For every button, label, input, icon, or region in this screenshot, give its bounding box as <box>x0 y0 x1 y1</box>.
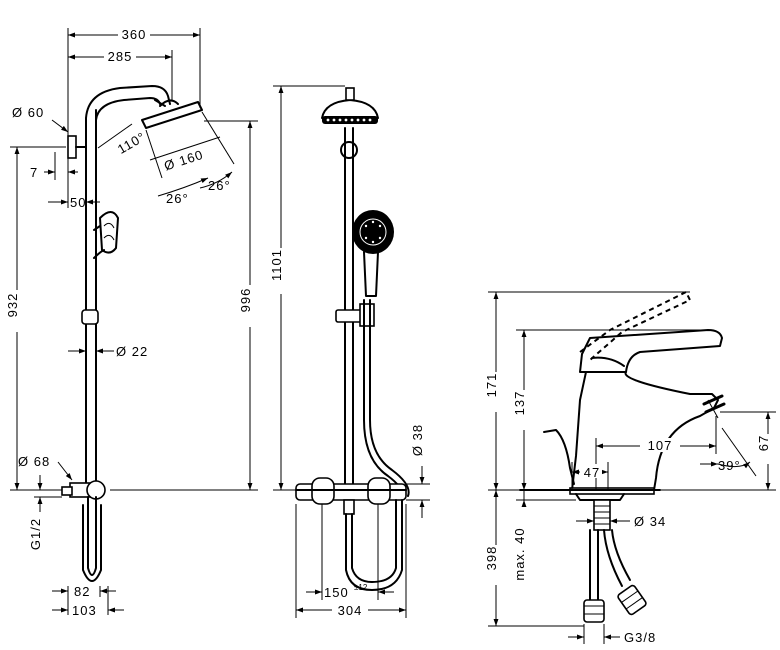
dim-107: 107 <box>648 438 673 453</box>
dim-dia-34: Ø 34 <box>634 514 666 529</box>
basin-mixer-dimensions: 171 137 107 39° 67 47 Ø 34 <box>484 291 777 645</box>
dim-angle-26b: 26° <box>208 178 231 193</box>
label-g38: G3/8 <box>624 630 656 645</box>
basin-mixer-view <box>519 290 726 623</box>
wall-bracket <box>67 135 77 159</box>
dim-137: 137 <box>512 391 527 416</box>
side-view-dimensions: 360 285 Ø 60 110° Ø 160 26° 26° 7 50 <box>5 27 259 618</box>
label-g12: G1/2 <box>28 518 43 550</box>
dim-dia-68: Ø 68 <box>18 454 50 469</box>
dim-47: 47 <box>584 465 600 480</box>
dim-360: 360 <box>122 27 147 42</box>
dim-171: 171 <box>484 373 499 398</box>
dim-angle-26a: 26° <box>166 191 189 206</box>
slider <box>81 309 99 325</box>
front-view-dimensions: 1101 Ø 38 150 ±12 304 <box>269 85 430 618</box>
dim-932: 932 <box>5 293 20 318</box>
shower-side-view <box>61 85 203 582</box>
dim-285: 285 <box>108 49 133 64</box>
supply-nut-left <box>583 599 605 623</box>
dim-1101: 1101 <box>269 249 284 281</box>
dim-103: 103 <box>72 603 97 618</box>
dim-dia-60: Ø 60 <box>12 105 44 120</box>
dim-150-tolerance: ±12 <box>354 583 368 592</box>
dim-150: 150 <box>324 585 349 600</box>
dim-50: 50 <box>70 195 86 210</box>
shower-front-view <box>295 87 410 591</box>
dim-max-40: max. 40 <box>512 527 527 580</box>
dim-angle-39: 39° <box>718 458 741 473</box>
dim-304: 304 <box>338 603 363 618</box>
dim-67: 67 <box>756 435 771 451</box>
hand-shower-side <box>99 211 119 254</box>
dim-996: 996 <box>238 288 253 313</box>
dim-dia-160: Ø 160 <box>162 147 205 174</box>
dim-398: 398 <box>484 546 499 571</box>
dim-7: 7 <box>30 165 38 180</box>
dim-dia-38: Ø 38 <box>410 424 425 456</box>
dim-dia-22: Ø 22 <box>116 344 148 359</box>
dim-82: 82 <box>74 584 90 599</box>
supply-nut-right <box>617 584 647 616</box>
hand-shower-front <box>352 210 394 254</box>
